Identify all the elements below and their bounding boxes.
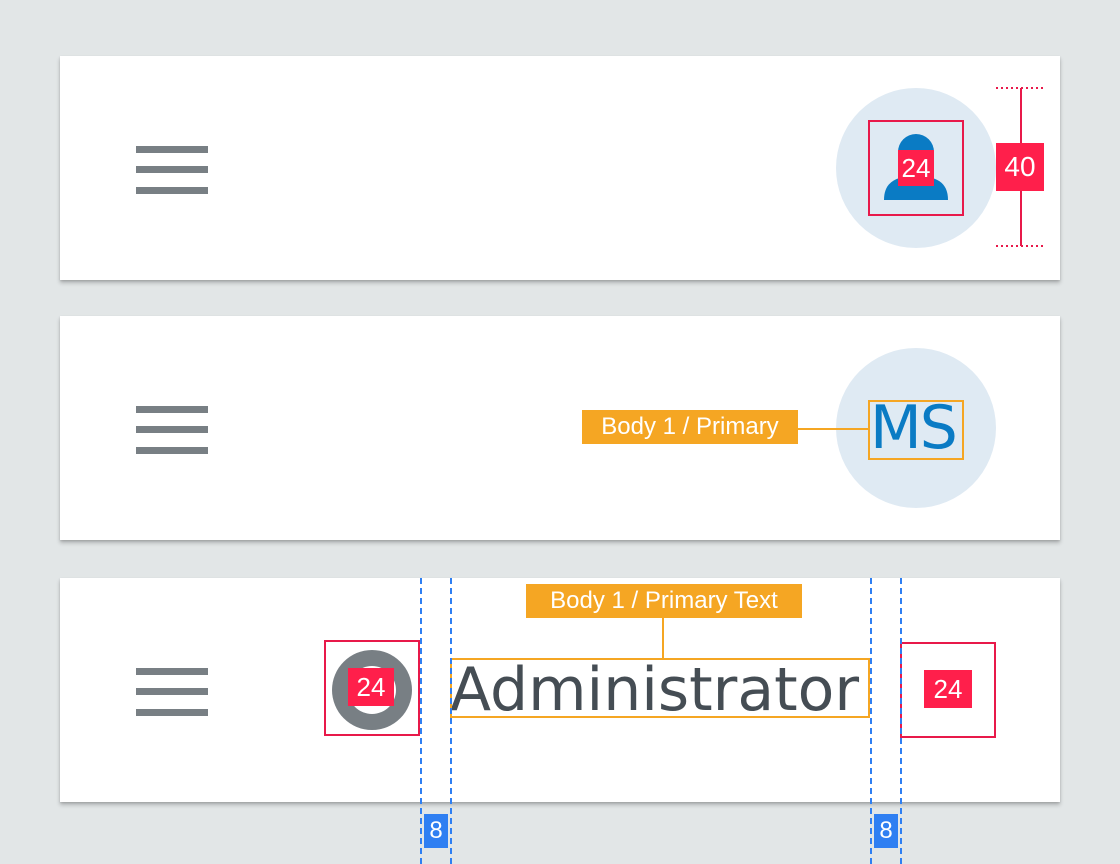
typography-tag: Body 1 / Primary Text (526, 584, 802, 618)
typography-tag: Body 1 / Primary (582, 410, 798, 444)
menu-icon[interactable] (136, 668, 208, 716)
app-bar-named-user: 24 Administrator Body 1 / Primary Text 2… (60, 578, 1060, 802)
leading-icon-size-tag: 24 (348, 668, 394, 706)
spacing-guide-right-end (900, 578, 902, 864)
menu-icon[interactable] (136, 146, 208, 194)
trailing-icon-size-tag: 24 (924, 670, 972, 708)
app-bar-icon-avatar: 24 40 (60, 56, 1060, 280)
icon-size-tag: 24 (898, 150, 934, 186)
app-bar-initials-avatar: MS Body 1 / Primary (60, 316, 1060, 540)
avatar-initials: MS (870, 393, 958, 463)
user-name: Administrator (450, 655, 860, 725)
spacing-guide-right-start (870, 578, 872, 864)
spacing-guide-left-start (420, 578, 422, 864)
spacing-guide-left-end (450, 578, 452, 864)
icon-size-box (868, 120, 964, 216)
name-text-box (450, 658, 870, 718)
right-spacing-tag: 8 (874, 814, 898, 848)
initials-text-box (868, 400, 964, 460)
typography-leader-line (662, 616, 664, 658)
avatar-height-tag: 40 (996, 143, 1044, 191)
typography-leader-line (790, 428, 868, 430)
menu-icon[interactable] (136, 406, 208, 454)
left-spacing-tag: 8 (424, 814, 448, 848)
leading-icon-size-box (324, 640, 420, 736)
